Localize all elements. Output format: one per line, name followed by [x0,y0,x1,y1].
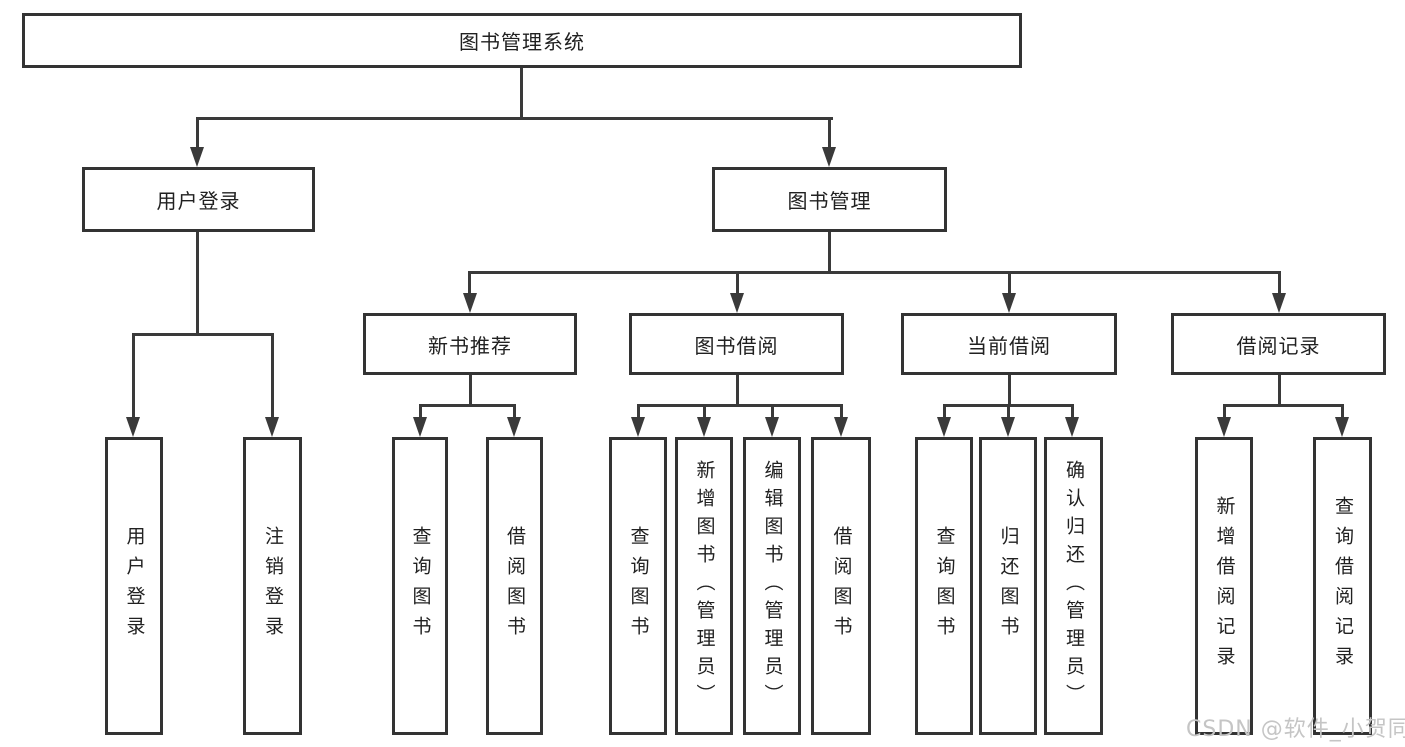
node-label: 查询图书 [409,526,432,646]
arrow-down-icon [822,147,836,167]
leaf-logout: 注销登录 [243,437,302,735]
node-library-management-system: 图书管理系统 [22,13,1022,68]
arrow-down-icon [463,293,477,313]
node-label: 新书推荐 [428,333,512,358]
leaf-borrow-search-books: 查询图书 [609,437,667,735]
leaf-current-confirm-return-admin: 确认归还（管理员） [1044,437,1103,735]
connector-root-drop-right [828,117,831,150]
connector-current-drop-3 [1071,404,1074,420]
arrow-down-icon [631,417,645,437]
connector-management-drop-3 [1008,271,1011,295]
leaf-record-search-borrow-record: 查询借阅记录 [1313,437,1372,735]
node-label: 图书管理系统 [459,30,585,54]
connector-borrow-horizontal [637,404,843,407]
connector-root-drop-left [196,117,199,150]
node-label: 编辑图书（管理员） [761,460,784,712]
leaf-current-search-books: 查询图书 [915,437,973,735]
connector-record-drop-1 [1223,404,1226,420]
arrow-down-icon [765,417,779,437]
connector-root-horizontal [197,117,833,120]
connector-borrow-drop-4 [840,404,843,420]
arrow-down-icon [1002,293,1016,313]
node-label: 当前借阅 [967,333,1051,358]
connector-record-drop-2 [1341,404,1344,420]
connector-current-stem [1008,375,1011,406]
connector-record-horizontal [1223,404,1344,407]
node-label: 用户登录 [123,526,146,646]
node-label: 确认归还（管理员） [1063,460,1085,712]
connector-newbook-stem [469,375,472,406]
node-book-borrow: 图书借阅 [629,313,844,375]
node-label: 查询图书 [627,526,650,646]
node-label: 借阅图书 [830,526,853,646]
connector-login-drop-2 [271,333,274,419]
connector-root-stem [520,68,523,119]
arrow-down-icon [1217,417,1231,437]
node-new-book-recommend: 新书推荐 [363,313,577,375]
node-user-login: 用户登录 [82,167,315,232]
connector-borrow-drop-2 [703,404,706,420]
node-label: 图书借阅 [694,333,779,358]
node-label: 新增图书（管理员） [693,460,716,712]
node-current-borrow: 当前借阅 [901,313,1117,375]
connector-management-horizontal [468,271,1281,274]
arrow-down-icon [190,147,204,167]
connector-management-drop-1 [468,271,471,295]
arrow-down-icon [697,417,711,437]
leaf-borrow-borrow-books: 借阅图书 [811,437,871,735]
connector-management-stem [828,232,831,274]
arrow-down-icon [265,417,279,437]
node-label: 新增借阅记录 [1213,496,1236,676]
leaf-current-return-books: 归还图书 [979,437,1037,735]
arrow-down-icon [126,417,140,437]
leaf-borrow-add-books-admin: 新增图书（管理员） [675,437,733,735]
connector-borrow-stem [736,375,739,406]
arrow-down-icon [413,417,427,437]
node-label: 图书管理 [787,189,872,213]
leaf-record-add-borrow-record: 新增借阅记录 [1195,437,1253,735]
connector-management-drop-4 [1278,271,1281,295]
node-label: 查询借阅记录 [1332,496,1354,676]
node-label: 借阅记录 [1236,333,1321,358]
connector-current-drop-1 [943,404,946,420]
connector-newbook-horizontal [419,404,516,407]
arrow-down-icon [1065,417,1079,437]
node-label: 用户登录 [156,189,241,213]
connector-management-drop-2 [736,271,739,295]
arrow-down-icon [834,417,848,437]
arrow-down-icon [730,293,744,313]
connector-current-drop-2 [1007,404,1010,420]
node-label: 借阅图书 [504,526,526,646]
connector-borrow-drop-1 [637,404,640,420]
arrow-down-icon [937,417,951,437]
node-label: 归还图书 [997,526,1020,646]
arrow-down-icon [507,417,521,437]
arrow-down-icon [1272,293,1286,313]
leaf-borrow-edit-books-admin: 编辑图书（管理员） [743,437,801,735]
node-label: 查询图书 [933,526,956,646]
connector-login-drop-1 [132,333,135,419]
csdn-watermark: CSDN @软件_小贺同学 [1186,717,1405,742]
node-label: 注销登录 [262,526,284,646]
node-borrow-record: 借阅记录 [1171,313,1386,375]
node-book-management: 图书管理 [712,167,947,232]
connector-record-stem [1278,375,1281,406]
connector-login-horizontal [132,333,274,336]
arrow-down-icon [1335,417,1349,437]
leaf-newbook-borrow-books: 借阅图书 [486,437,543,735]
connector-newbook-drop-1 [419,404,422,420]
leaf-user-login: 用户登录 [105,437,163,735]
arrow-down-icon [1001,417,1015,437]
connector-login-stem [196,232,199,335]
connector-newbook-drop-2 [513,404,516,420]
leaf-newbook-search-books: 查询图书 [392,437,448,735]
connector-borrow-drop-3 [771,404,774,420]
